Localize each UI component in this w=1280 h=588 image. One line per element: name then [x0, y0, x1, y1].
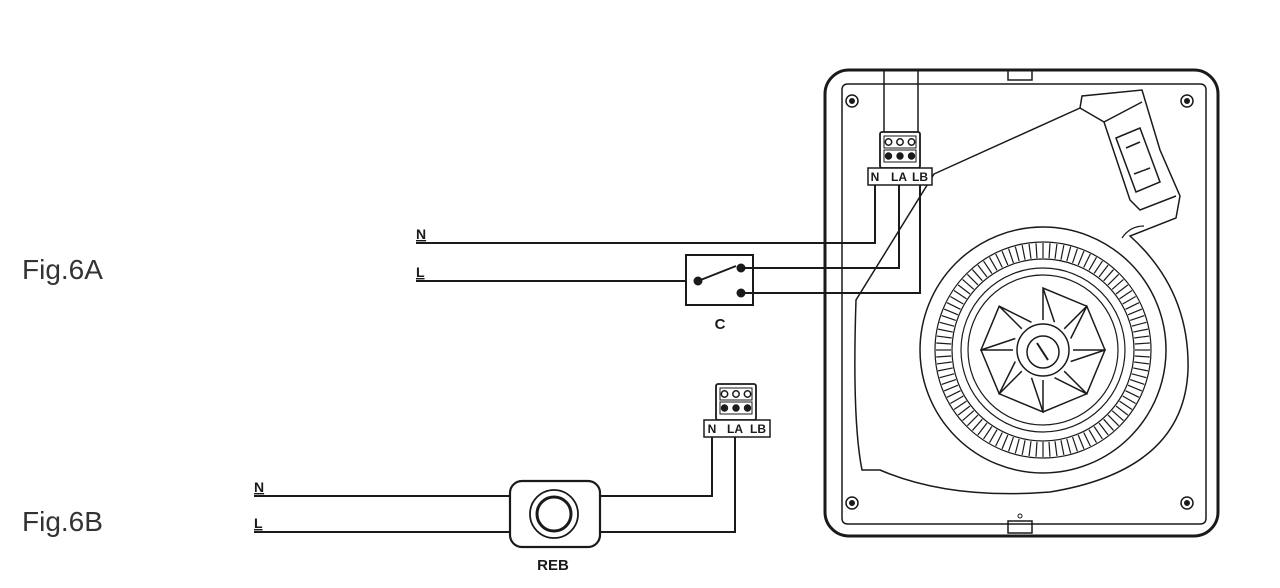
screw-bottom-left-icon [845, 496, 859, 510]
fan-bottom-clip [1007, 520, 1033, 534]
terminal-b-n-label: N [708, 422, 717, 436]
fan-unit [823, 68, 1220, 538]
terminal-a-la-label: LA [891, 170, 907, 184]
mains-a-l-label: L [416, 264, 425, 280]
fan-scroll-housing [854, 89, 1189, 495]
terminal-block-b: N LA LB [703, 383, 771, 438]
terminal-a-n-label: N [871, 170, 880, 184]
reb-controller-icon [508, 479, 602, 549]
mains-a-n-label: N [416, 226, 426, 242]
fig-6b-label: Fig.6B [22, 506, 103, 537]
fan-impeller-icon [919, 226, 1167, 474]
screw-bottom-right-icon [1180, 496, 1194, 510]
switch-label: C [715, 316, 726, 333]
changeover-switch [685, 254, 754, 306]
fig-6a-wiring [416, 185, 921, 294]
mains-b-l-label: L [254, 515, 263, 531]
terminal-b-la-label: LA [727, 422, 743, 436]
terminal-a-lb-label: LB [912, 170, 928, 184]
wire-a-la [741, 185, 900, 269]
fan-outlet-flap [1079, 101, 1177, 211]
wire-b-live-out [599, 437, 736, 533]
fig-6b-wiring [254, 437, 736, 533]
mains-b-n-label: N [254, 479, 264, 495]
wire-a-lb [741, 185, 921, 294]
fan-inner-plate [841, 83, 1207, 525]
fig-6a-label: Fig.6A [22, 254, 103, 285]
screw-top-left-icon [845, 94, 859, 108]
terminal-b-lb-label: LB [750, 422, 766, 436]
screw-top-right-icon [1180, 94, 1194, 108]
wire-b-neutral [254, 437, 713, 497]
terminal-block-a: N LA LB [867, 131, 933, 186]
wire-a-neutral [416, 185, 876, 244]
fan-top-clip [1007, 69, 1033, 81]
reb-label: REB [537, 557, 569, 574]
